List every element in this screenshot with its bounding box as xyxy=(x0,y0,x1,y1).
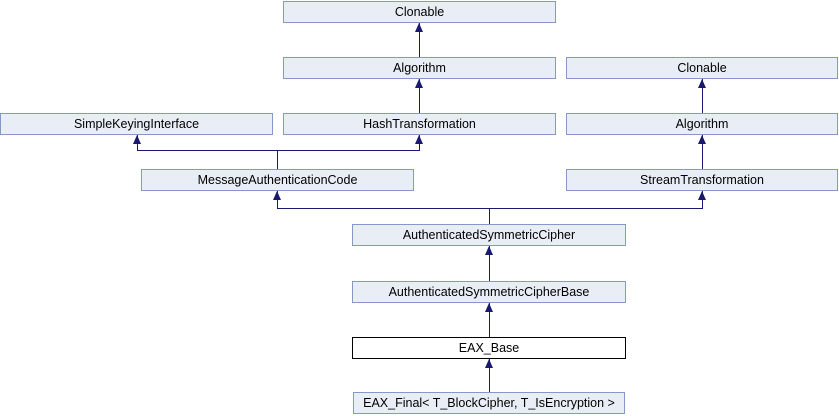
arrow-up-icon xyxy=(485,359,493,368)
arrow-up-icon xyxy=(133,135,141,144)
edge-line xyxy=(702,135,703,169)
edge-line xyxy=(489,208,490,224)
class-node-authenticated-symmetric-cipher-base[interactable]: AuthenticatedSymmetricCipherBase xyxy=(352,281,626,303)
arrow-up-icon xyxy=(485,303,493,312)
edge-line xyxy=(419,79,420,113)
edge-line xyxy=(277,208,703,209)
edge-line xyxy=(137,150,420,151)
edge-line xyxy=(702,79,703,113)
edge-line xyxy=(277,150,278,169)
arrow-up-icon xyxy=(415,135,423,144)
class-node-clonable-right[interactable]: Clonable xyxy=(566,57,838,79)
class-node-eax-final[interactable]: EAX_Final< T_BlockCipher, T_IsEncryption… xyxy=(353,392,625,414)
class-node-algorithm-right[interactable]: Algorithm xyxy=(566,113,838,135)
class-node-authenticated-symmetric-cipher[interactable]: AuthenticatedSymmetricCipher xyxy=(352,224,626,246)
arrow-up-icon xyxy=(415,79,423,88)
arrow-up-icon xyxy=(273,191,281,200)
edge-line xyxy=(489,303,490,337)
arrow-up-icon xyxy=(485,246,493,255)
arrow-up-icon xyxy=(698,135,706,144)
class-node-simple-keying-interface[interactable]: SimpleKeyingInterface xyxy=(0,113,273,135)
edge-line xyxy=(489,359,490,392)
class-node-clonable-top[interactable]: Clonable xyxy=(283,1,556,23)
arrow-up-icon xyxy=(698,191,706,200)
edge-line xyxy=(489,246,490,281)
class-node-hash-transformation[interactable]: HashTransformation xyxy=(283,113,556,135)
arrow-up-icon xyxy=(415,23,423,32)
class-node-eax-base-current: EAX_Base xyxy=(352,337,626,359)
edge-line xyxy=(419,23,420,57)
class-node-algorithm-left[interactable]: Algorithm xyxy=(283,57,556,79)
class-node-message-authentication-code[interactable]: MessageAuthenticationCode xyxy=(141,169,414,191)
arrow-up-icon xyxy=(698,79,706,88)
class-node-stream-transformation[interactable]: StreamTransformation xyxy=(566,169,838,191)
